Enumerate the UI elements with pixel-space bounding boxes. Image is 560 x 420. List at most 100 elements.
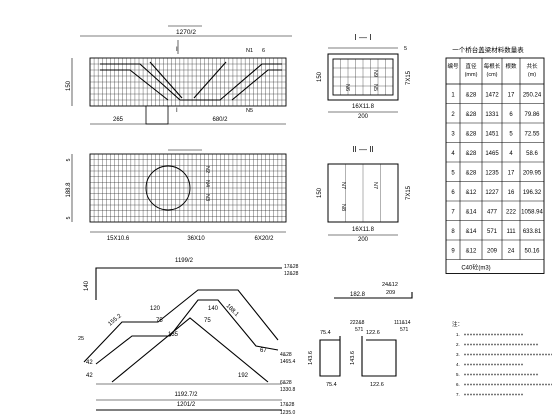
- table-cell: 1331: [485, 112, 499, 118]
- section-2-height-dim: 150: [317, 187, 323, 198]
- table-cell: 6: [451, 190, 455, 196]
- table-cell: &28: [466, 151, 477, 157]
- section-2-width-dim: 200: [358, 237, 369, 243]
- section-1-view: I — I 5 N9 N5 N6 150 7X15 16X11.8 200: [317, 33, 412, 120]
- stirrup-left-tag2: 571: [355, 327, 364, 333]
- table-cell: 1235: [485, 170, 499, 176]
- table-cell: 6: [509, 112, 513, 118]
- elevation-rebar-grid: [90, 58, 286, 106]
- section-2-side-dim: 7X15: [406, 185, 412, 200]
- elevation-height-dim: 150: [66, 80, 72, 91]
- section-1-label-n9: N9: [372, 70, 378, 77]
- stirrup-left-h: 143.6: [308, 351, 314, 365]
- section-1-label-n5: N5: [372, 84, 378, 91]
- notes-block: 注： 1.2.3.4.5.6.7.: [452, 320, 552, 397]
- table-cell: &14: [466, 229, 477, 235]
- table-header-cell: 共长: [526, 62, 538, 70]
- table-cell: 17: [508, 170, 515, 176]
- table-header-cell: (m): [528, 72, 536, 78]
- table-cell: &12: [466, 248, 477, 254]
- table-cell: 3: [451, 131, 455, 137]
- bent-bar-path-a: [100, 63, 282, 101]
- table-header-cell: (mm): [465, 72, 478, 78]
- stirrup-right-w: 122.6: [370, 382, 384, 388]
- table-cell: 1: [451, 92, 455, 98]
- bent-dim-192: 192: [238, 373, 249, 379]
- table-cell: 4: [509, 151, 513, 157]
- table-cell: 17: [508, 92, 515, 98]
- table-cell: 633.81: [523, 229, 542, 235]
- stirrup-left-w-top: 75.4: [320, 330, 331, 336]
- table-cell: &12: [466, 190, 477, 196]
- table-cell: 1472: [485, 92, 499, 98]
- small-bar-line: [334, 292, 413, 299]
- stirrup-left-w: 75.4: [326, 382, 337, 388]
- bar-shape-bottom: 1201/2 17&28 1235.0: [96, 402, 296, 416]
- bent-dim-75a: 75: [156, 318, 163, 324]
- plan-view: N2 N4 N3 188.8 5 5 15X10.6 36X10 6X20/2: [66, 149, 287, 242]
- section-1-stirrup: [332, 58, 394, 96]
- label-n5: N5: [246, 108, 253, 114]
- bent-dim-120: 120: [150, 306, 161, 312]
- bottom-bar-length: 1201/2: [177, 402, 196, 408]
- bottom-bar-tag-1: 17&28: [280, 402, 295, 408]
- table-footer: C40砼(m3): [461, 264, 490, 272]
- stirrup-right-h: 143.6: [350, 351, 356, 365]
- plan-bottom-right-dim: 6X20/2: [254, 236, 274, 242]
- table-cell: 16: [508, 190, 515, 196]
- bent-dim-140: 140: [208, 306, 219, 312]
- table-cell: 222: [506, 209, 517, 215]
- section-1-title: I — I: [355, 33, 372, 42]
- pier-column-stub: [145, 105, 169, 125]
- note-number: 3.: [456, 352, 460, 357]
- elevation-top-dim: 1270/2: [176, 29, 196, 36]
- table-cell: 58.6: [526, 151, 538, 157]
- bent-tag-1: 4&28: [280, 352, 292, 358]
- bent-dim-75b: 75: [204, 318, 211, 324]
- bent-dim-67: 67: [260, 348, 267, 354]
- elevation-bottom-left-dim: 265: [113, 117, 124, 123]
- top-bar-side-dim: 140: [84, 280, 90, 291]
- stirrup-right-shape: [361, 336, 397, 377]
- section-mark-i-bottom: I: [176, 108, 178, 114]
- table-cell: 477: [487, 209, 498, 215]
- section-1-label-n6: N6: [344, 84, 350, 91]
- section-1-width-dim: 200: [358, 114, 369, 120]
- table-cell: 1451: [485, 131, 499, 137]
- elevation-view: 1270/2 I N1 6 I N5 150 265 680/2: [66, 25, 292, 125]
- table-cell: 72.55: [524, 131, 540, 137]
- table-cell: 4: [451, 151, 455, 157]
- note-number: 6.: [456, 382, 460, 387]
- elevation-bottom-right-dim: 680/2: [212, 117, 228, 123]
- bent-tag-2: 1465.4: [280, 359, 296, 365]
- small-bar-top-a: 24&12: [382, 282, 398, 288]
- bar-shape-bent: 120 140 75 75 135 42 42 192 67 155.2 188…: [78, 289, 296, 401]
- section-1-height-dim: 150: [317, 71, 323, 82]
- label-n4: N4: [204, 180, 210, 187]
- label-n1: N1: [246, 48, 253, 54]
- bent-tag-3: 6&28: [280, 380, 292, 386]
- plan-height-dim: 188.8: [66, 182, 72, 198]
- note-number: 4.: [456, 362, 460, 367]
- note-number: 7.: [456, 392, 460, 397]
- bent-bar-path-b: [100, 69, 169, 101]
- top-bar-tag: 17&28: [284, 264, 299, 270]
- table-cell: 209: [487, 248, 498, 254]
- table-cell: 1058.94: [521, 209, 543, 215]
- notes-title: 注：: [452, 320, 463, 328]
- table-cell: 250.24: [523, 92, 542, 98]
- bent-dim-135: 135: [168, 332, 179, 338]
- bent-bar-middle: [95, 299, 279, 365]
- note-number: 1.: [456, 332, 460, 337]
- section-2-view: II — II N7 N8 N7 150 7X15 16X11.8 200: [317, 145, 412, 243]
- table-cell: 8: [451, 229, 455, 235]
- table-cell: 111: [506, 229, 516, 235]
- stirrup-left: 222&8 571 75.4 143.6 75.4: [308, 320, 365, 388]
- label-n2: N2: [204, 166, 210, 173]
- top-bar-tag2: 12&28: [284, 271, 299, 277]
- section-2-rebar: [345, 164, 381, 222]
- bar-shape-top: 1199/2 140 17&28 12&28: [84, 258, 299, 300]
- stirrup-right-w-top: 122.6: [366, 330, 380, 336]
- table-title: 一个桥台盖梁材料数量表: [452, 45, 524, 54]
